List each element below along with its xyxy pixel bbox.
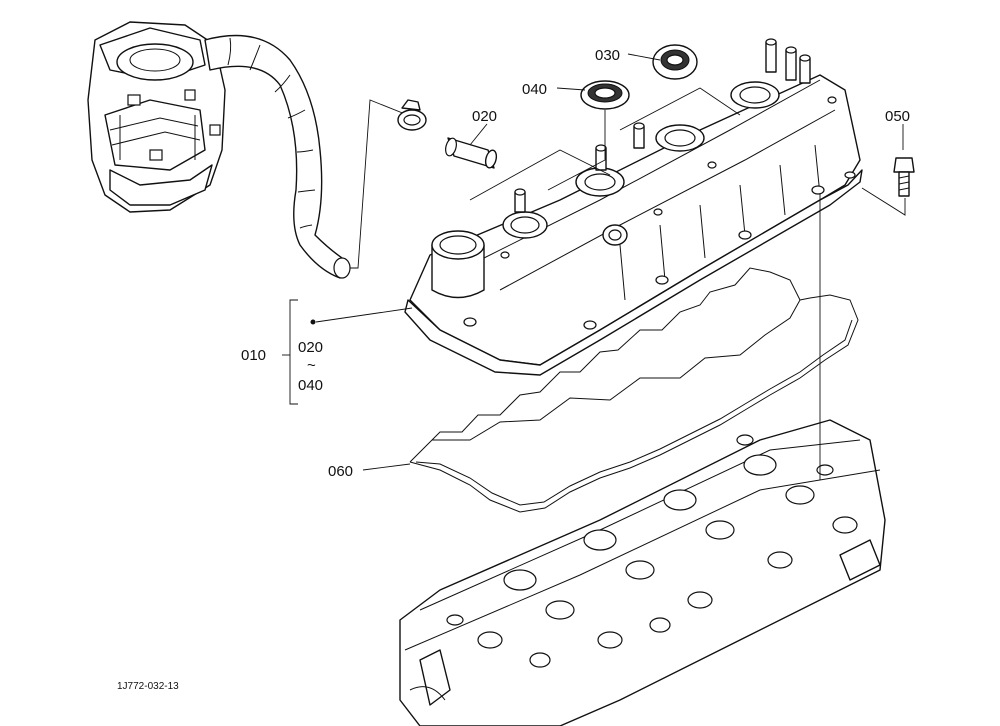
cylinder-head-cover-010[interactable] [404, 38, 863, 376]
bolt-050[interactable] [893, 157, 915, 197]
leader-060 [362, 463, 411, 471]
hose-clamp[interactable] [397, 99, 427, 131]
callout-050: 050 [885, 108, 910, 125]
leader-010 [315, 307, 413, 323]
callout-030: 030 [595, 47, 620, 64]
callout-040: 040 [522, 81, 547, 98]
callout-020: 020 [472, 108, 497, 125]
drawing-code: 1J772-032-13 [117, 681, 179, 692]
leader-040 [556, 87, 586, 91]
callout-010: 010 [241, 347, 266, 364]
breather-hose[interactable] [204, 34, 351, 279]
leader-010-dot [310, 319, 316, 325]
callout-range-from: 020 [298, 339, 323, 356]
seal-040[interactable] [580, 80, 630, 110]
pipe-020[interactable] [444, 137, 498, 169]
callout-range-to: 040 [298, 377, 323, 394]
leader-020 [469, 123, 488, 146]
leader-030 [627, 53, 661, 61]
callout-060: 060 [328, 463, 353, 480]
seal-030[interactable] [652, 44, 698, 80]
breather-separator-unit[interactable] [87, 21, 226, 213]
callout-range-tilde: ~ [307, 357, 316, 374]
cylinder-head [399, 419, 886, 726]
range-bracket [289, 299, 298, 405]
gasket-060[interactable] [409, 267, 859, 513]
